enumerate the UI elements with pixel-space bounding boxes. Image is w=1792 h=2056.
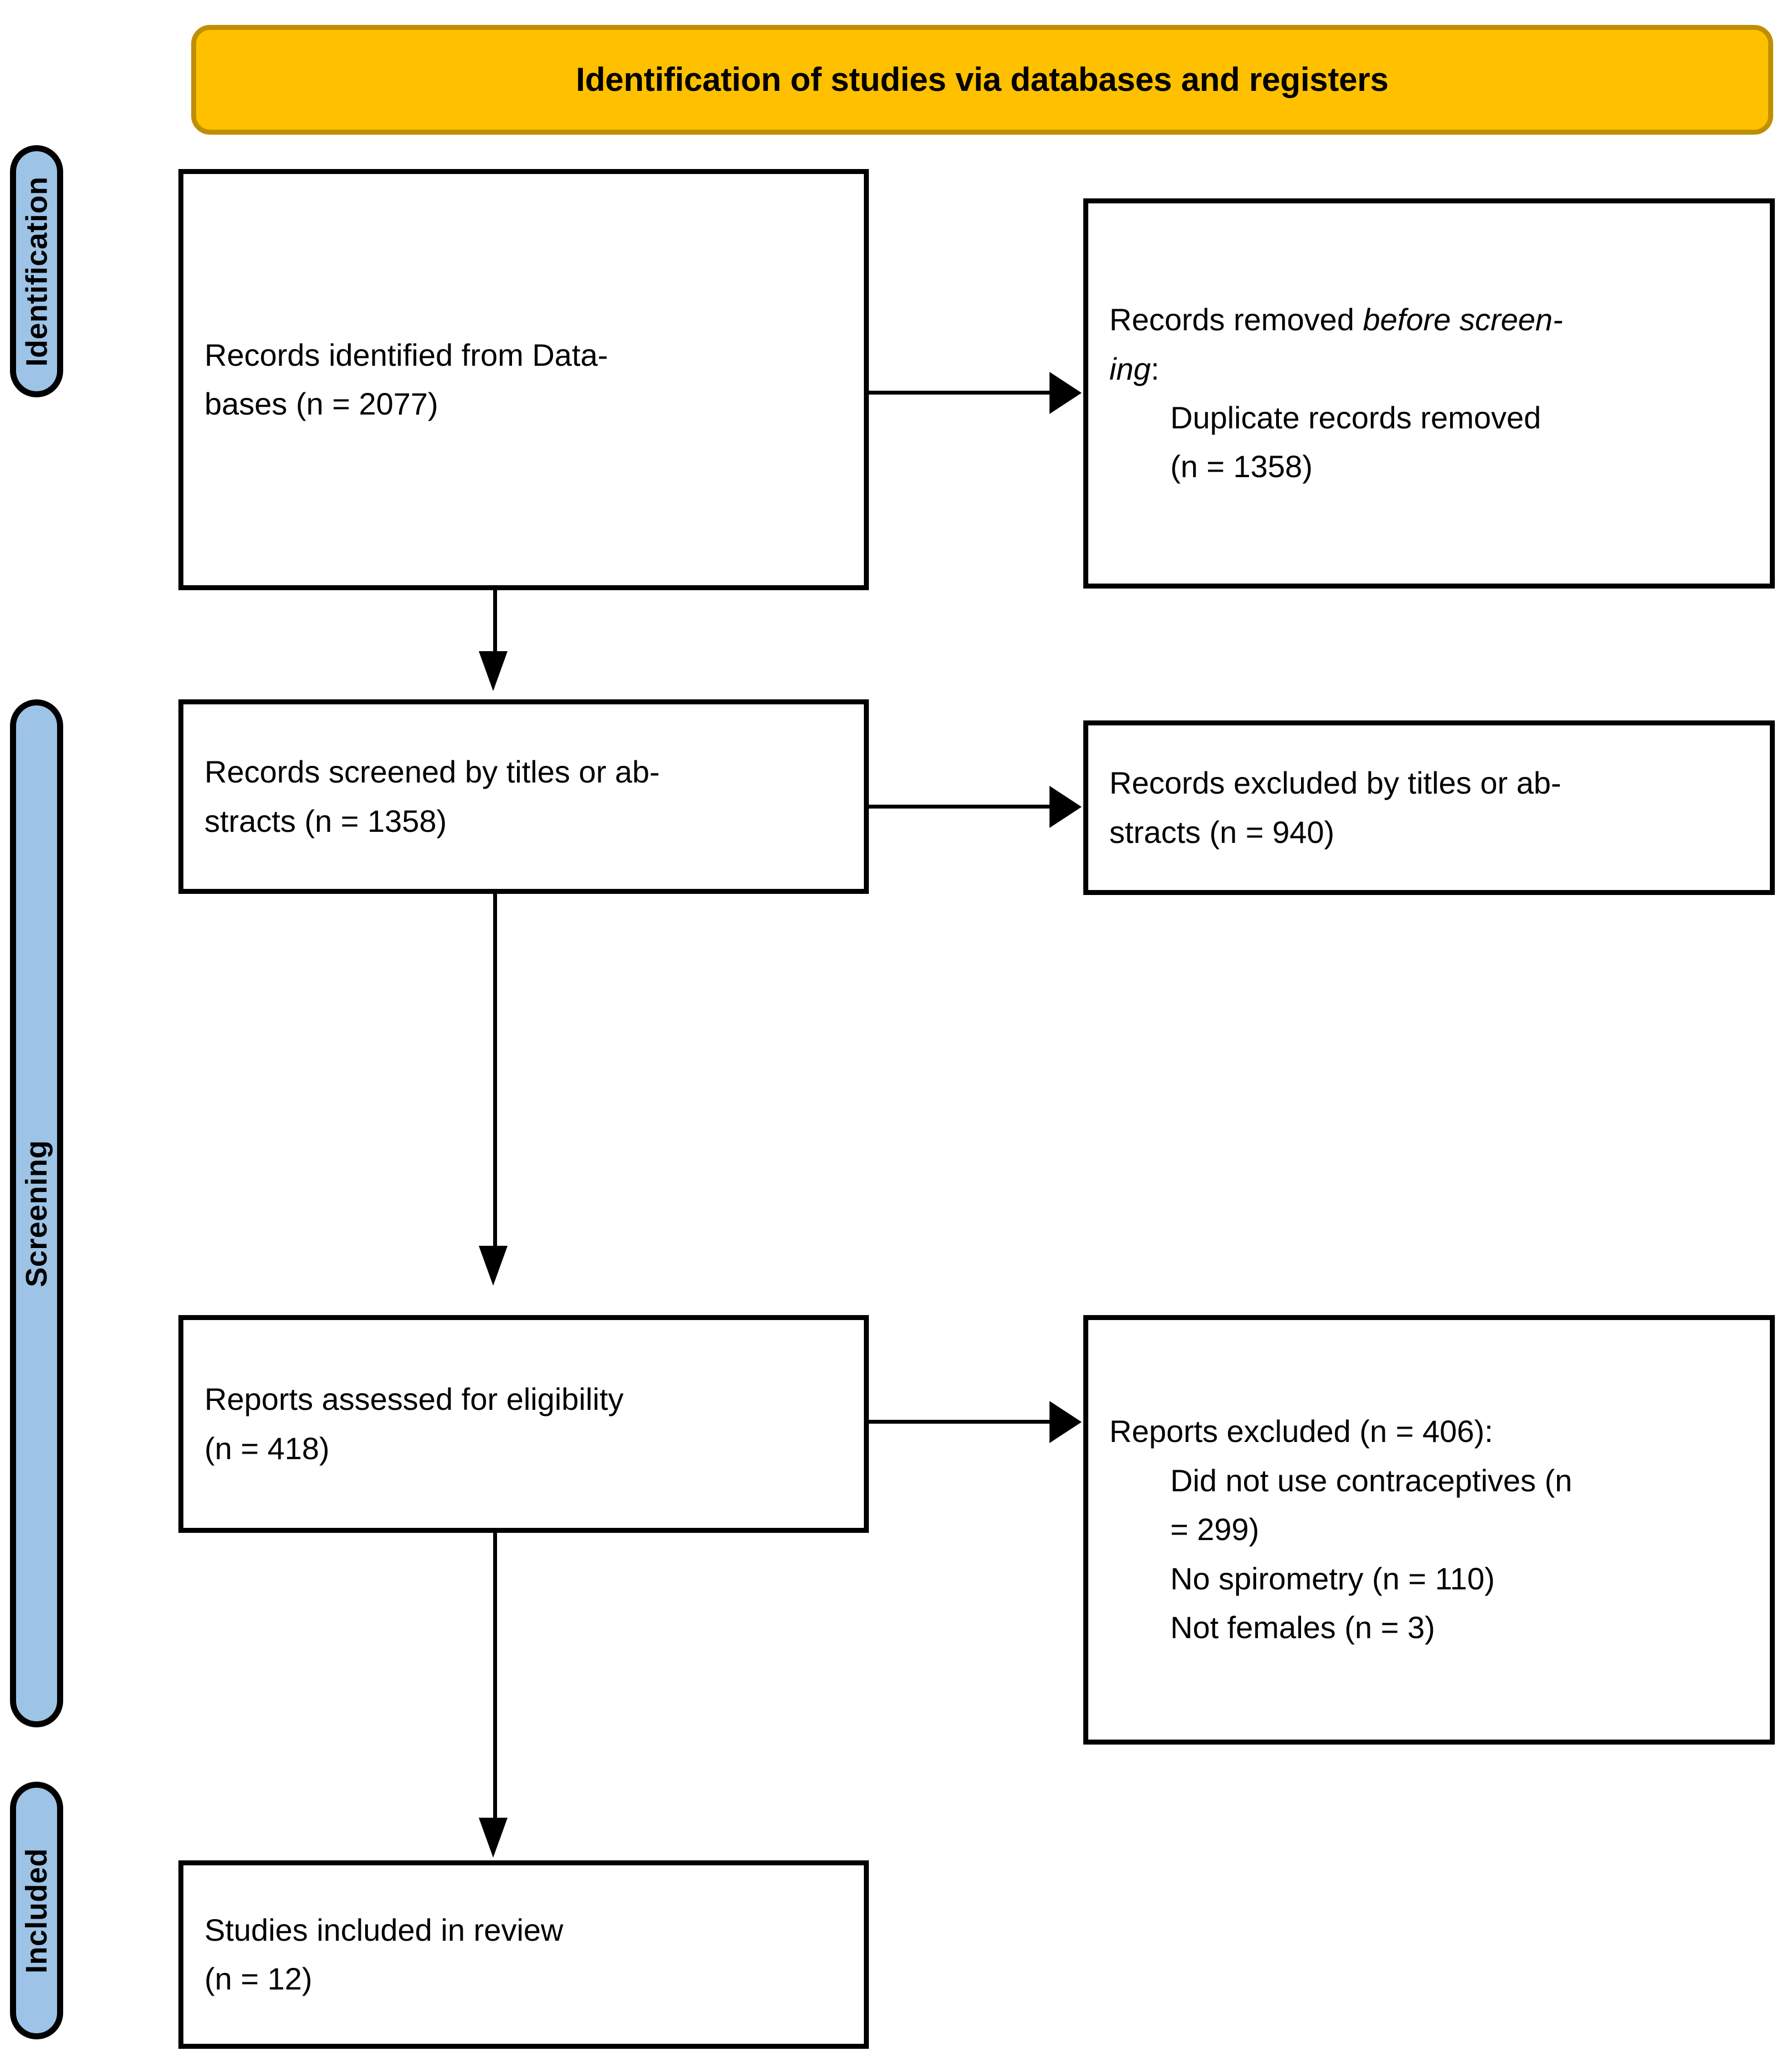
records-removed-item2: (n = 1358) [1170, 449, 1313, 484]
records-excluded-ta-line2: stracts (n = 940) [1109, 814, 1335, 850]
node-studies-included: Studies included in review (n = 12) [178, 1860, 869, 2049]
arrow-down-icon [479, 651, 508, 691]
stage-label-included: Included [10, 1782, 63, 2039]
records-removed-lead-colon: : [1150, 351, 1160, 386]
node-records-screened: Records screened by titles or ab- stract… [178, 699, 869, 894]
node-reports-excluded: Reports excluded (n = 406): Did not use … [1083, 1315, 1775, 1745]
arrow-right-icon [1049, 1401, 1082, 1443]
records-excluded-ta-line1: Records excluded by titles or ab- [1109, 765, 1561, 801]
arrow-down-icon [479, 1246, 508, 1286]
node-records-identified: Records identified from Data- bases (n =… [178, 169, 869, 590]
stage-label-included-text: Included [20, 1848, 54, 1973]
records-removed-lead-plain: Records removed [1109, 302, 1363, 337]
reports-eligibility-line2: (n = 418) [204, 1430, 330, 1466]
records-removed-lead-italic2: ing [1109, 351, 1151, 386]
records-screened-line1: Records screened by titles or ab- [204, 754, 660, 790]
records-screened-line2: stracts (n = 1358) [204, 803, 447, 838]
node-reports-assessed-eligibility: Reports assessed for eligibility (n = 41… [178, 1315, 869, 1533]
node-records-excluded-titles-abstracts: Records excluded by titles or ab- stract… [1083, 720, 1775, 895]
records-removed-lead-italic: before screen- [1363, 302, 1563, 337]
connector-screened-to-excluded-ta [869, 805, 1052, 809]
reports-excluded-reason-1-line2: = 299) [1170, 1512, 1259, 1547]
connector-eligibility-to-included [493, 1533, 497, 1821]
stage-label-identification: Identification [10, 145, 63, 397]
connector-identified-to-screened [493, 590, 497, 657]
connector-screened-to-eligibility [493, 894, 497, 1249]
reports-eligibility-line1: Reports assessed for eligibility [204, 1382, 624, 1417]
reports-excluded-reason-3: Not females (n = 3) [1170, 1610, 1435, 1645]
arrow-down-icon [479, 1818, 508, 1858]
reports-excluded-reason-1-line1: Did not use contraceptives (n [1170, 1462, 1573, 1498]
stage-label-identification-text: Identification [20, 176, 53, 366]
studies-included-line1: Studies included in review [204, 1912, 564, 1947]
node-records-removed: Records removed before screen- ing: Dupl… [1083, 198, 1775, 589]
connector-eligibility-to-excluded-rp [869, 1420, 1052, 1424]
diagram-header-banner: Identification of studies via databases … [191, 25, 1773, 135]
records-removed-item1: Duplicate records removed [1170, 400, 1542, 435]
arrow-right-icon [1049, 786, 1082, 828]
stage-label-screening: Screening [10, 699, 63, 1727]
arrow-right-icon [1049, 372, 1082, 414]
stage-label-screening-text: Screening [20, 1139, 53, 1287]
studies-included-line2: (n = 12) [204, 1961, 313, 1996]
records-removed-lead: Records removed before screen- [1109, 295, 1749, 344]
records-removed-lead-cont: ing: [1109, 345, 1749, 393]
connector-identified-to-removed [869, 391, 1052, 395]
records-identified-line1: Records identified from Data- [204, 337, 608, 372]
reports-excluded-header: Reports excluded (n = 406): [1109, 1414, 1493, 1449]
records-identified-line2: bases (n = 2077) [204, 386, 438, 421]
reports-excluded-reason-2: No spirometry (n = 110) [1170, 1561, 1495, 1596]
banner-title: Identification of studies via databases … [576, 61, 1389, 98]
